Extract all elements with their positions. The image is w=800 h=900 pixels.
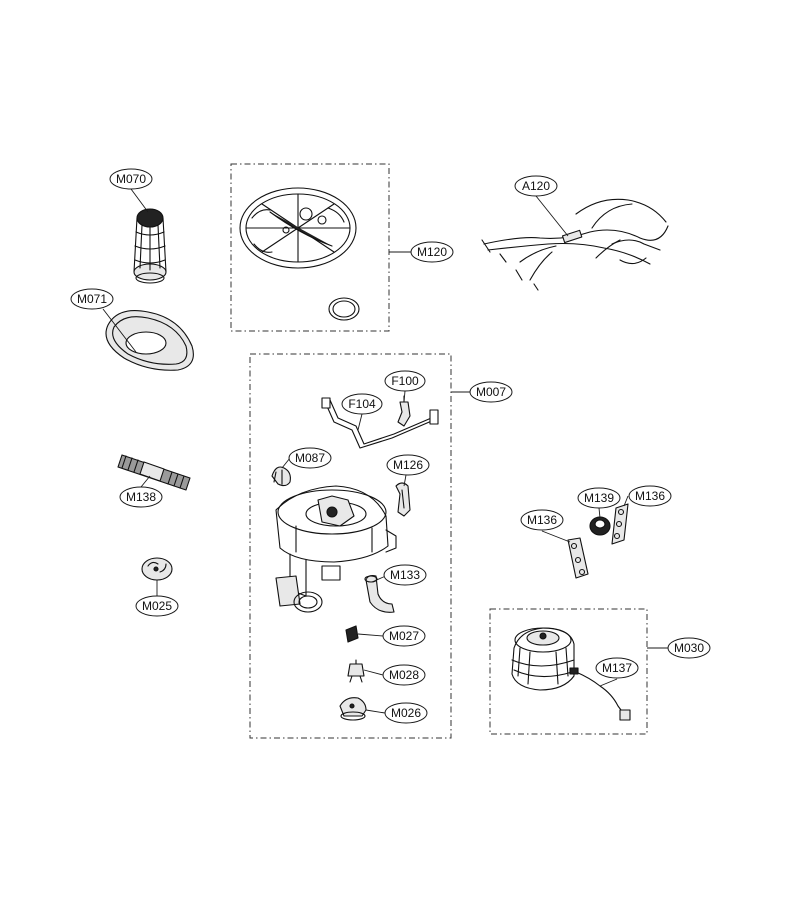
callout-label: M133 xyxy=(390,568,420,582)
callout-m071: M071 xyxy=(70,288,114,310)
part-m133-elbow[interactable] xyxy=(364,574,395,613)
callout-a120: A120 xyxy=(514,175,558,197)
group-box-m030 xyxy=(489,608,648,735)
callout-label: M120 xyxy=(417,245,447,259)
callout-label: M028 xyxy=(389,668,419,682)
part-m071-gasket[interactable] xyxy=(105,310,194,371)
callout-label: M071 xyxy=(77,292,107,306)
part-m027-sensor[interactable] xyxy=(345,625,359,643)
part-m087-fitting[interactable] xyxy=(271,466,291,487)
part-m136-bracket-left[interactable] xyxy=(567,537,589,579)
callout-f104: F104 xyxy=(341,393,383,415)
group-box-m007 xyxy=(249,353,452,739)
callout-label: M126 xyxy=(393,458,423,472)
part-m126-bracket[interactable] xyxy=(395,482,411,517)
callout-m025: M025 xyxy=(135,595,179,617)
callout-m138: M138 xyxy=(119,486,163,508)
callout-label: M137 xyxy=(602,661,632,675)
part-m136-bracket-right[interactable] xyxy=(611,503,629,545)
callout-m026: M026 xyxy=(384,702,428,724)
part-m025-cap[interactable] xyxy=(141,557,173,581)
callout-label: A120 xyxy=(522,179,550,193)
callout-label: M087 xyxy=(295,451,325,465)
callout-label: M030 xyxy=(674,641,704,655)
callout-m120: M120 xyxy=(410,241,454,263)
callout-m137: M137 xyxy=(595,657,639,679)
part-f104-pipe[interactable] xyxy=(321,397,439,449)
part-m028-valve[interactable] xyxy=(347,659,365,683)
part-a120-wire-harness[interactable] xyxy=(481,198,669,291)
callout-m070: M070 xyxy=(109,168,153,190)
callout-m126: M126 xyxy=(386,454,430,476)
part-m138-hose[interactable] xyxy=(117,454,191,491)
callout-m139: M139 xyxy=(577,487,621,509)
callout-label: F100 xyxy=(391,374,419,388)
callout-m007: M007 xyxy=(469,381,513,403)
callout-m133: M133 xyxy=(383,564,427,586)
callout-label: F104 xyxy=(348,397,376,411)
part-m070-filter[interactable] xyxy=(133,208,167,284)
callout-label: M136 xyxy=(635,489,665,503)
callout-m136-left: M136 xyxy=(520,509,564,531)
callout-label: M026 xyxy=(391,706,421,720)
callout-label: M027 xyxy=(389,629,419,643)
part-m139-bushing[interactable] xyxy=(589,516,611,536)
part-sump-assembly[interactable] xyxy=(275,485,397,613)
callout-label: M139 xyxy=(584,491,614,505)
callout-label: M070 xyxy=(116,172,146,186)
callout-m136-right: M136 xyxy=(628,485,672,507)
callout-label: M025 xyxy=(142,599,172,613)
callout-m028: M028 xyxy=(382,664,426,686)
callout-label: M138 xyxy=(126,490,156,504)
callout-label: M007 xyxy=(476,385,506,399)
callout-m027: M027 xyxy=(382,625,426,647)
callout-m030: M030 xyxy=(667,637,711,659)
leader-lines xyxy=(102,188,668,714)
callout-m087: M087 xyxy=(288,447,332,469)
part-m030-motor[interactable] xyxy=(511,627,575,691)
part-m026-dome[interactable] xyxy=(339,697,367,721)
part-m120-spray-disc[interactable] xyxy=(239,187,360,321)
callout-label: M136 xyxy=(527,513,557,527)
callout-f100: F100 xyxy=(384,370,426,392)
